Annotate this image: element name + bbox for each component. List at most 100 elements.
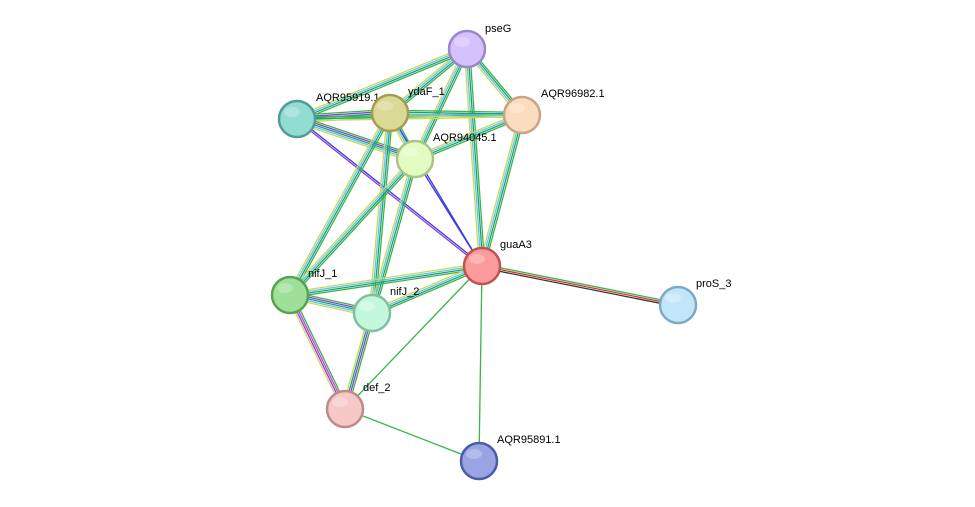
edge-evidence-line [291, 293, 349, 409]
node-AQR94045.1[interactable]: AQR94045.1 [395, 132, 497, 179]
edge-ydaF_1-AQR96982.1[interactable] [389, 109, 523, 119]
edge-evidence-line [297, 50, 469, 123]
edge-evidence-line [415, 116, 524, 163]
edge-evidence-line [480, 114, 522, 266]
edge-evidence-line [370, 158, 415, 313]
edge-pseG-AQR94045.1[interactable] [411, 47, 471, 161]
edge-guaA3-def_2[interactable] [344, 265, 483, 410]
node-highlight [359, 301, 375, 311]
edge-AQR96982.1-AQR94045.1[interactable] [413, 111, 524, 163]
edge-evidence-line [289, 262, 482, 293]
node-label: proS_3 [696, 278, 731, 290]
edge-ydaF_1-nifJ_1[interactable] [287, 111, 393, 297]
edge-guaA3-nifJ_2[interactable] [370, 262, 484, 317]
edge-evidence-line [344, 408, 480, 462]
edge-evidence-line [483, 115, 526, 267]
node-circle[interactable] [277, 99, 317, 139]
edge-AQR95919.1-AQR94045.1[interactable] [295, 114, 417, 164]
node-circle[interactable] [502, 95, 542, 135]
node-circle[interactable] [352, 293, 392, 333]
node-highlight [466, 449, 482, 459]
edge-evidence-line [295, 45, 467, 118]
edge-evidence-line [296, 119, 482, 268]
edge-evidence-line [290, 268, 483, 299]
edge-evidence-line [288, 157, 415, 295]
edge-AQR96982.1-guaA3[interactable] [478, 114, 526, 267]
edge-evidence-line [344, 265, 483, 410]
edge-nifJ_1-def_2[interactable] [286, 293, 349, 411]
node-label: nifJ_2 [390, 286, 419, 298]
node-label: AQR95891.1 [497, 434, 561, 446]
edge-AQR94045.1-guaA3[interactable] [414, 158, 483, 267]
edge-evidence-line [372, 159, 417, 314]
node-proS_3[interactable]: proS_3 [658, 278, 731, 325]
node-label: guaA3 [500, 239, 532, 251]
edge-evidence-line [413, 111, 522, 158]
node-circle[interactable] [270, 275, 310, 315]
node-highlight [377, 101, 393, 111]
edge-evidence-line [390, 109, 523, 113]
edge-AQR94045.1-nifJ_2[interactable] [368, 158, 419, 314]
edge-evidence-line [295, 121, 415, 164]
node-guaA3[interactable]: guaA3 [462, 239, 532, 286]
edge-evidence-line [297, 49, 468, 121]
edge-evidence-line [413, 48, 467, 159]
node-label: AQR96982.1 [541, 88, 605, 100]
node-def_2[interactable]: def_2 [325, 382, 391, 429]
edge-evidence-line [482, 115, 524, 267]
edge-evidence-line [290, 113, 392, 296]
edge-evidence-line [465, 49, 482, 267]
node-pseG[interactable]: pseG [447, 23, 511, 69]
node-circle[interactable] [325, 389, 365, 429]
node-highlight [277, 283, 293, 293]
node-circle[interactable] [462, 246, 502, 286]
edge-evidence-line [371, 264, 482, 313]
node-nifJ_2[interactable]: nifJ_2 [352, 286, 419, 333]
node-highlight [469, 254, 485, 264]
edge-evidence-line [374, 113, 394, 314]
node-AQR95919.1[interactable]: AQR95919.1 [277, 92, 380, 139]
edge-evidence-line [297, 117, 483, 266]
edge-evidence-line [288, 112, 390, 295]
node-ydaF_1[interactable]: ydaF_1 [370, 86, 445, 133]
node-circle[interactable] [447, 29, 487, 69]
edge-evidence-line [287, 111, 389, 295]
edge-evidence-line [373, 159, 419, 314]
edge-pseG-guaA3[interactable] [463, 48, 486, 267]
node-nifJ_1[interactable]: nifJ_1 [270, 268, 337, 315]
edge-evidence-line [286, 295, 344, 411]
node-label: pseG [485, 23, 511, 35]
edge-guaA3-proS_3[interactable] [481, 263, 679, 308]
edge-evidence-line [478, 114, 521, 266]
edge-AQR94045.1-nifJ_1[interactable] [287, 156, 418, 298]
edge-evidence-line [481, 267, 678, 308]
edge-evidence-line [296, 118, 416, 160]
edge-evidence-line [411, 47, 466, 159]
edge-evidence-line [414, 113, 522, 159]
node-highlight [332, 397, 348, 407]
node-circle[interactable] [459, 441, 499, 481]
node-circle[interactable] [658, 285, 698, 325]
edge-evidence-line [289, 264, 482, 295]
edge-AQR95919.1-guaA3[interactable] [296, 117, 483, 268]
node-circle[interactable] [370, 93, 410, 133]
edge-evidence-line [469, 48, 486, 266]
node-AQR96982.1[interactable]: AQR96982.1 [502, 88, 605, 135]
node-AQR95891.1[interactable]: AQR95891.1 [459, 434, 561, 481]
edge-evidence-line [288, 295, 345, 410]
node-label: def_2 [363, 382, 391, 394]
edge-pseG-AQR95919.1[interactable] [295, 45, 469, 123]
node-circle[interactable] [395, 139, 435, 179]
edge-evidence-line [482, 263, 679, 304]
node-highlight [402, 147, 418, 157]
edge-evidence-line [296, 120, 415, 162]
node-highlight [509, 103, 525, 113]
edge-evidence-line [372, 266, 483, 315]
edge-evidence-line [463, 49, 480, 267]
edge-evidence-line [414, 158, 483, 267]
edge-def_2-AQR95891.1[interactable] [344, 408, 480, 462]
edge-evidence-line [372, 267, 484, 317]
edge-guaA3-AQR95891.1[interactable] [478, 265, 483, 462]
edge-guaA3-nifJ_1[interactable] [289, 262, 483, 299]
